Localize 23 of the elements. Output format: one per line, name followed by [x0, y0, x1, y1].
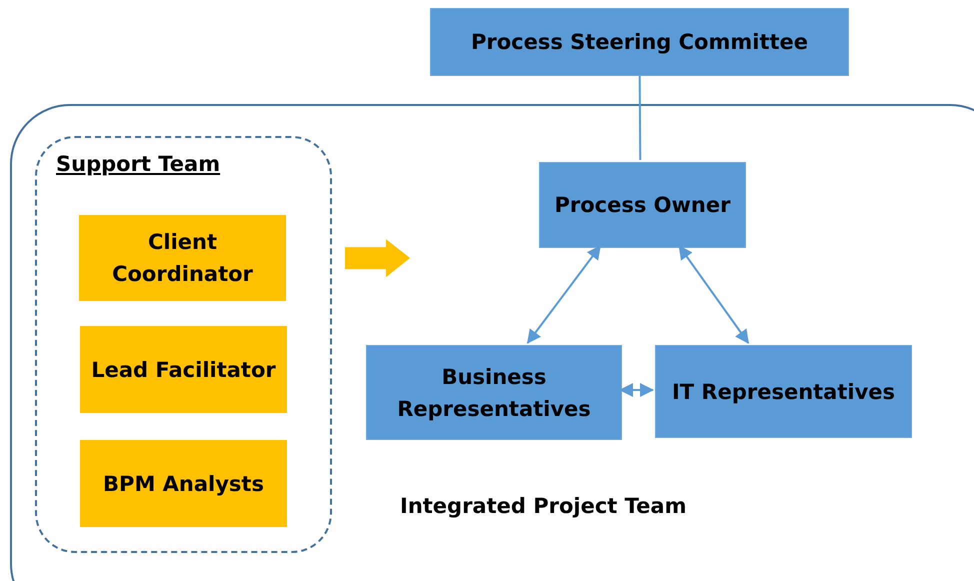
role-box [430, 8, 849, 76]
group-heading: Support Team [56, 152, 220, 176]
role-label: Process Owner [554, 192, 732, 219]
role-box [79, 215, 286, 301]
group-label: Integrated Project Team [400, 494, 686, 518]
connector [619, 383, 654, 398]
role-label: Business Representatives [396, 364, 592, 422]
team-container [10, 104, 974, 581]
role-label: Client Coordinator [111, 229, 254, 288]
role-label: Process Steering Committee [470, 29, 810, 56]
role-box [539, 162, 746, 248]
role-label: IT Representatives [670, 378, 896, 406]
connector [526, 245, 602, 344]
dashed-group-box [35, 136, 332, 553]
role-box [366, 345, 622, 440]
role-label: BPM Analysts [102, 470, 265, 498]
connector [638, 76, 642, 160]
role-label: Lead Facilitator [90, 356, 277, 384]
connector [678, 245, 750, 344]
role-box [655, 345, 912, 438]
role-box [80, 326, 287, 413]
role-box [80, 440, 287, 527]
block-arrow [345, 239, 410, 278]
